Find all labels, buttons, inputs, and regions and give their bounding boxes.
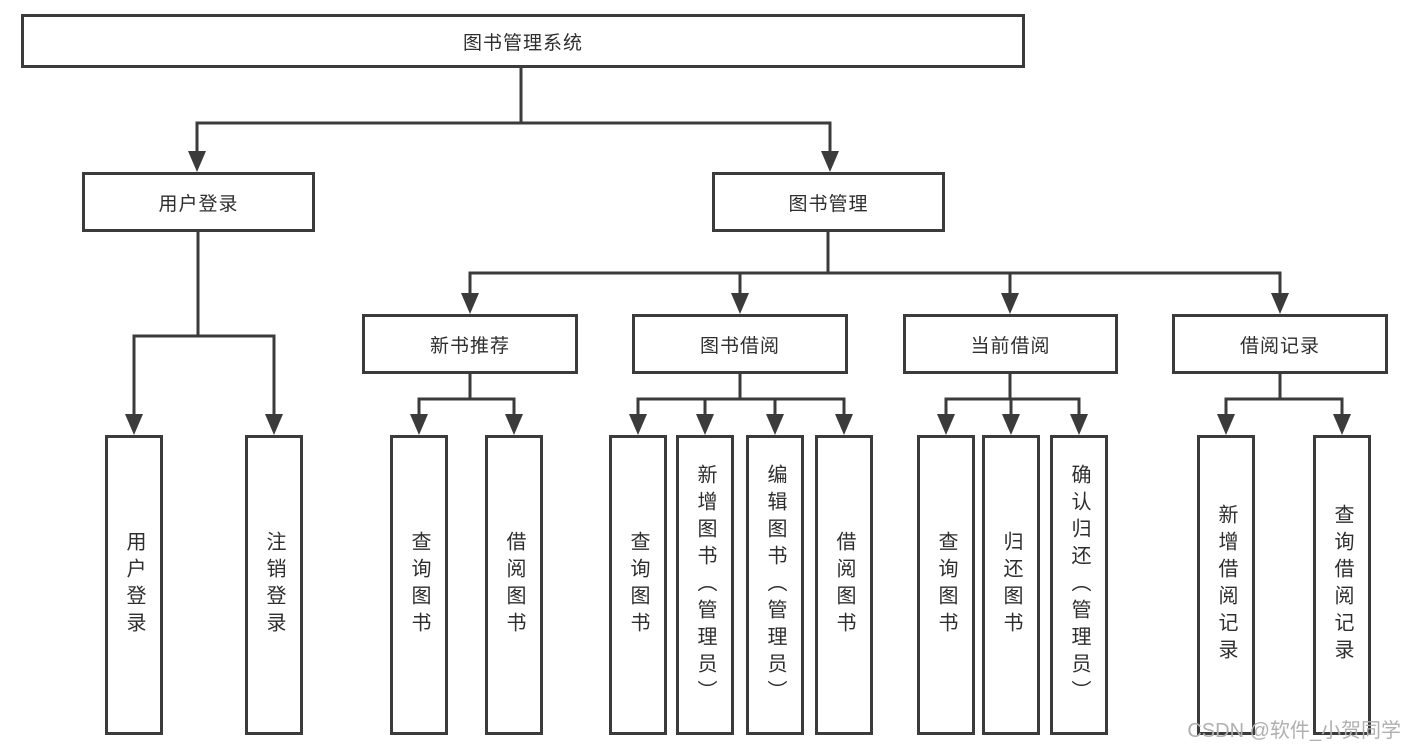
leaf-query-borrow-record: 查询借阅记录 — [1313, 435, 1371, 735]
node-borrowing-records: 借阅记录 — [1172, 314, 1388, 374]
leaf-add-borrow-record: 新增借阅记录 — [1197, 435, 1255, 735]
leaf-label: 查询图书 — [935, 531, 957, 639]
leaf-label: 注销登录 — [263, 531, 285, 639]
connector-new-book-to-leaves — [417, 372, 516, 419]
leaf-label: 借阅图书 — [833, 531, 855, 639]
leaf-label: 新增借阅记录 — [1215, 504, 1237, 666]
leaf-label: 查询图书 — [627, 531, 649, 639]
node-label: 图书借阅 — [699, 335, 780, 357]
leaf-edit-book-admin: 编辑图书（管理员） — [746, 435, 804, 735]
leaf-add-book-admin: 新增图书（管理员） — [676, 435, 734, 735]
leaf-label: 确认归还（管理员） — [1068, 463, 1090, 707]
node-label: 用户登录 — [158, 193, 239, 215]
leaf-label: 编辑图书（管理员） — [764, 463, 786, 707]
connector-current-borrowing-to-leaves — [944, 372, 1081, 419]
connector-borrowing-records-to-leaves — [1224, 372, 1344, 419]
arrowheads — [125, 151, 1351, 435]
leaf-label: 查询图书 — [408, 531, 430, 639]
leaf-borrow-books-borrowing: 借阅图书 — [815, 435, 873, 735]
leaf-label: 借阅图书 — [503, 531, 525, 639]
leaf-label: 用户登录 — [123, 531, 145, 639]
leaf-user-login: 用户登录 — [105, 435, 163, 735]
leaf-label: 归还图书 — [1000, 531, 1022, 639]
node-book-management: 图书管理 — [712, 172, 945, 232]
csdn-watermark: CSDN @软件_小贺同学 — [1187, 720, 1401, 742]
leaf-label: 查询借阅记录 — [1331, 504, 1353, 666]
node-label: 新书推荐 — [429, 335, 510, 357]
node-label: 图书管理 — [788, 193, 869, 215]
leaf-return-books: 归还图书 — [982, 435, 1040, 735]
leaf-confirm-return-admin: 确认归还（管理员） — [1050, 435, 1108, 735]
node-label: 图书管理系统 — [462, 32, 583, 54]
leaf-borrow-books-recommendation: 借阅图书 — [485, 435, 543, 735]
leaf-query-books-recommendation: 查询图书 — [390, 435, 448, 735]
leaf-query-books-current: 查询图书 — [917, 435, 975, 735]
node-book-borrowing: 图书借阅 — [632, 314, 848, 374]
node-label: 当前借阅 — [970, 335, 1051, 357]
connector-book-management-to-level3 — [468, 230, 1282, 298]
node-current-borrowing: 当前借阅 — [903, 314, 1118, 374]
connector-book-borrowing-to-leaves — [636, 372, 846, 419]
connector-user-login-to-leaves — [132, 230, 276, 419]
node-user-login: 用户登录 — [82, 172, 315, 232]
leaf-query-books-borrowing: 查询图书 — [609, 435, 667, 735]
node-label: 借阅记录 — [1239, 335, 1320, 357]
leaf-logout: 注销登录 — [245, 435, 303, 735]
leaf-label: 新增图书（管理员） — [694, 463, 716, 707]
node-library-management-system: 图书管理系统 — [21, 14, 1025, 68]
node-new-book-recommendation: 新书推荐 — [362, 314, 578, 374]
connector-root-to-level2 — [195, 66, 832, 160]
